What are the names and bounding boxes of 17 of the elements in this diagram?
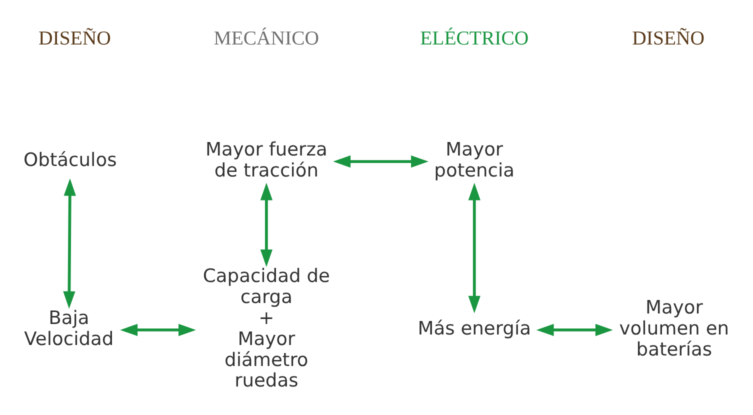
node-text: Obtáculos [23,149,117,170]
arrow [468,182,480,313]
label: DISEÑO [632,26,705,49]
arrow [260,182,273,266]
node-text: Mayor fuerza de tracción [206,138,328,181]
node-text: Baja Velocidad [24,307,114,350]
arrow [120,323,196,336]
label: DISEÑO [38,26,111,49]
arrow [63,178,76,308]
arrow [333,154,428,168]
arrow [536,323,613,336]
node-text: Mayor potencia [434,138,515,181]
node-text: Capacidad de carga + Mayor diámetro ruedas [202,266,330,392]
label: ELÉCTRICO [420,26,529,49]
label: MECÁNICO [214,26,320,49]
node-text: Más energía [418,318,532,339]
node-text: Mayor volumen en baterías [619,296,730,360]
